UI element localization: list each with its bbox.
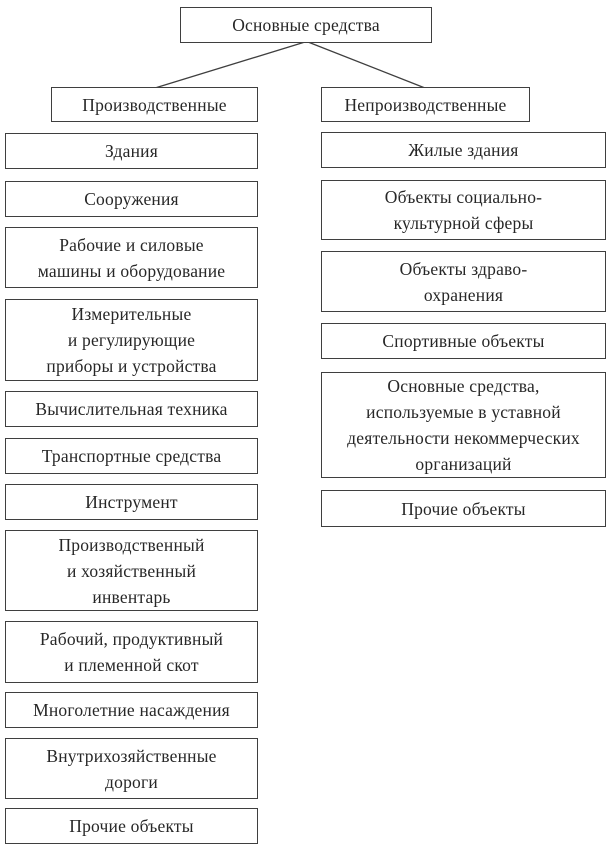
- node-household-inventory: Производственный и хозяйственный инвента…: [5, 530, 258, 611]
- node-household-inventory-label: Производственный и хозяйственный инвента…: [58, 534, 205, 607]
- node-sports-objects: Спортивные объекты: [321, 323, 606, 359]
- node-measuring-devices-label: Измерительные и регулирующие приборы и у…: [46, 304, 217, 376]
- node-healthcare-objects-label: Объекты здраво- охранения: [399, 258, 528, 305]
- node-residential-buildings: Жилые здания: [321, 132, 606, 168]
- node-livestock: Рабочий, продуктивный и племенной скот: [5, 621, 258, 683]
- node-perennial-plantations: Многолетние насаждения: [5, 692, 258, 728]
- connector-left-branch: [154, 41, 306, 89]
- node-machinery-equipment: Рабочие и силовые машины и оборудование: [5, 227, 258, 288]
- node-structures-label: Сооружения: [84, 189, 179, 209]
- node-social-cultural-objects-label: Объекты социально- культурной сферы: [384, 187, 543, 233]
- node-buildings-label: Здания: [105, 141, 158, 161]
- node-sports-objects-label: Спортивные объекты: [382, 331, 545, 351]
- node-computing-equipment: Вычислительная техника: [5, 391, 258, 427]
- node-fixed-assets-root-label: Основные средства: [232, 15, 380, 35]
- node-tools: Инструмент: [5, 484, 258, 520]
- node-production-branch: Производственные: [51, 87, 258, 122]
- node-fixed-assets-root: Основные средства: [180, 7, 432, 43]
- node-machinery-equipment-label: Рабочие и силовые машины и оборудование: [37, 234, 226, 281]
- node-vehicles: Транспортные средства: [5, 438, 258, 474]
- node-residential-buildings-label: Жилые здания: [408, 140, 519, 160]
- node-social-cultural-objects: Объекты социально- культурной сферы: [321, 180, 606, 240]
- node-production-branch-label: Производственные: [82, 94, 227, 115]
- node-structures: Сооружения: [5, 181, 258, 217]
- node-other-objects-production: Прочие объекты: [5, 808, 258, 844]
- node-measuring-devices: Измерительные и регулирующие приборы и у…: [5, 299, 258, 381]
- node-vehicles-label: Транспортные средства: [41, 446, 222, 466]
- node-perennial-plantations-label: Многолетние насаждения: [33, 700, 230, 720]
- node-healthcare-objects: Объекты здраво- охранения: [321, 251, 606, 312]
- node-buildings: Здания: [5, 133, 258, 169]
- node-other-objects-nonproduction-label: Прочие объекты: [401, 498, 526, 519]
- connector-right-branch: [307, 41, 426, 89]
- node-other-objects-nonproduction: Прочие объекты: [321, 490, 606, 527]
- node-livestock-label: Рабочий, продуктивный и племенной скот: [39, 629, 224, 675]
- node-noncommercial-assets: Основные средства, используемые в уставн…: [321, 372, 606, 478]
- node-computing-equipment-label: Вычислительная техника: [35, 399, 228, 419]
- node-farm-roads: Внутрихозяйственные дороги: [5, 738, 258, 799]
- node-noncommercial-assets-label: Основные средства, используемые в уставн…: [347, 376, 580, 474]
- node-nonproduction-branch: Непроизводственные: [321, 87, 530, 122]
- node-other-objects-production-label: Прочие объекты: [69, 816, 194, 836]
- node-farm-roads-label: Внутрихозяйственные дороги: [46, 745, 217, 792]
- node-nonproduction-branch-label: Непроизводственные: [344, 94, 507, 115]
- node-tools-label: Инструмент: [85, 492, 178, 512]
